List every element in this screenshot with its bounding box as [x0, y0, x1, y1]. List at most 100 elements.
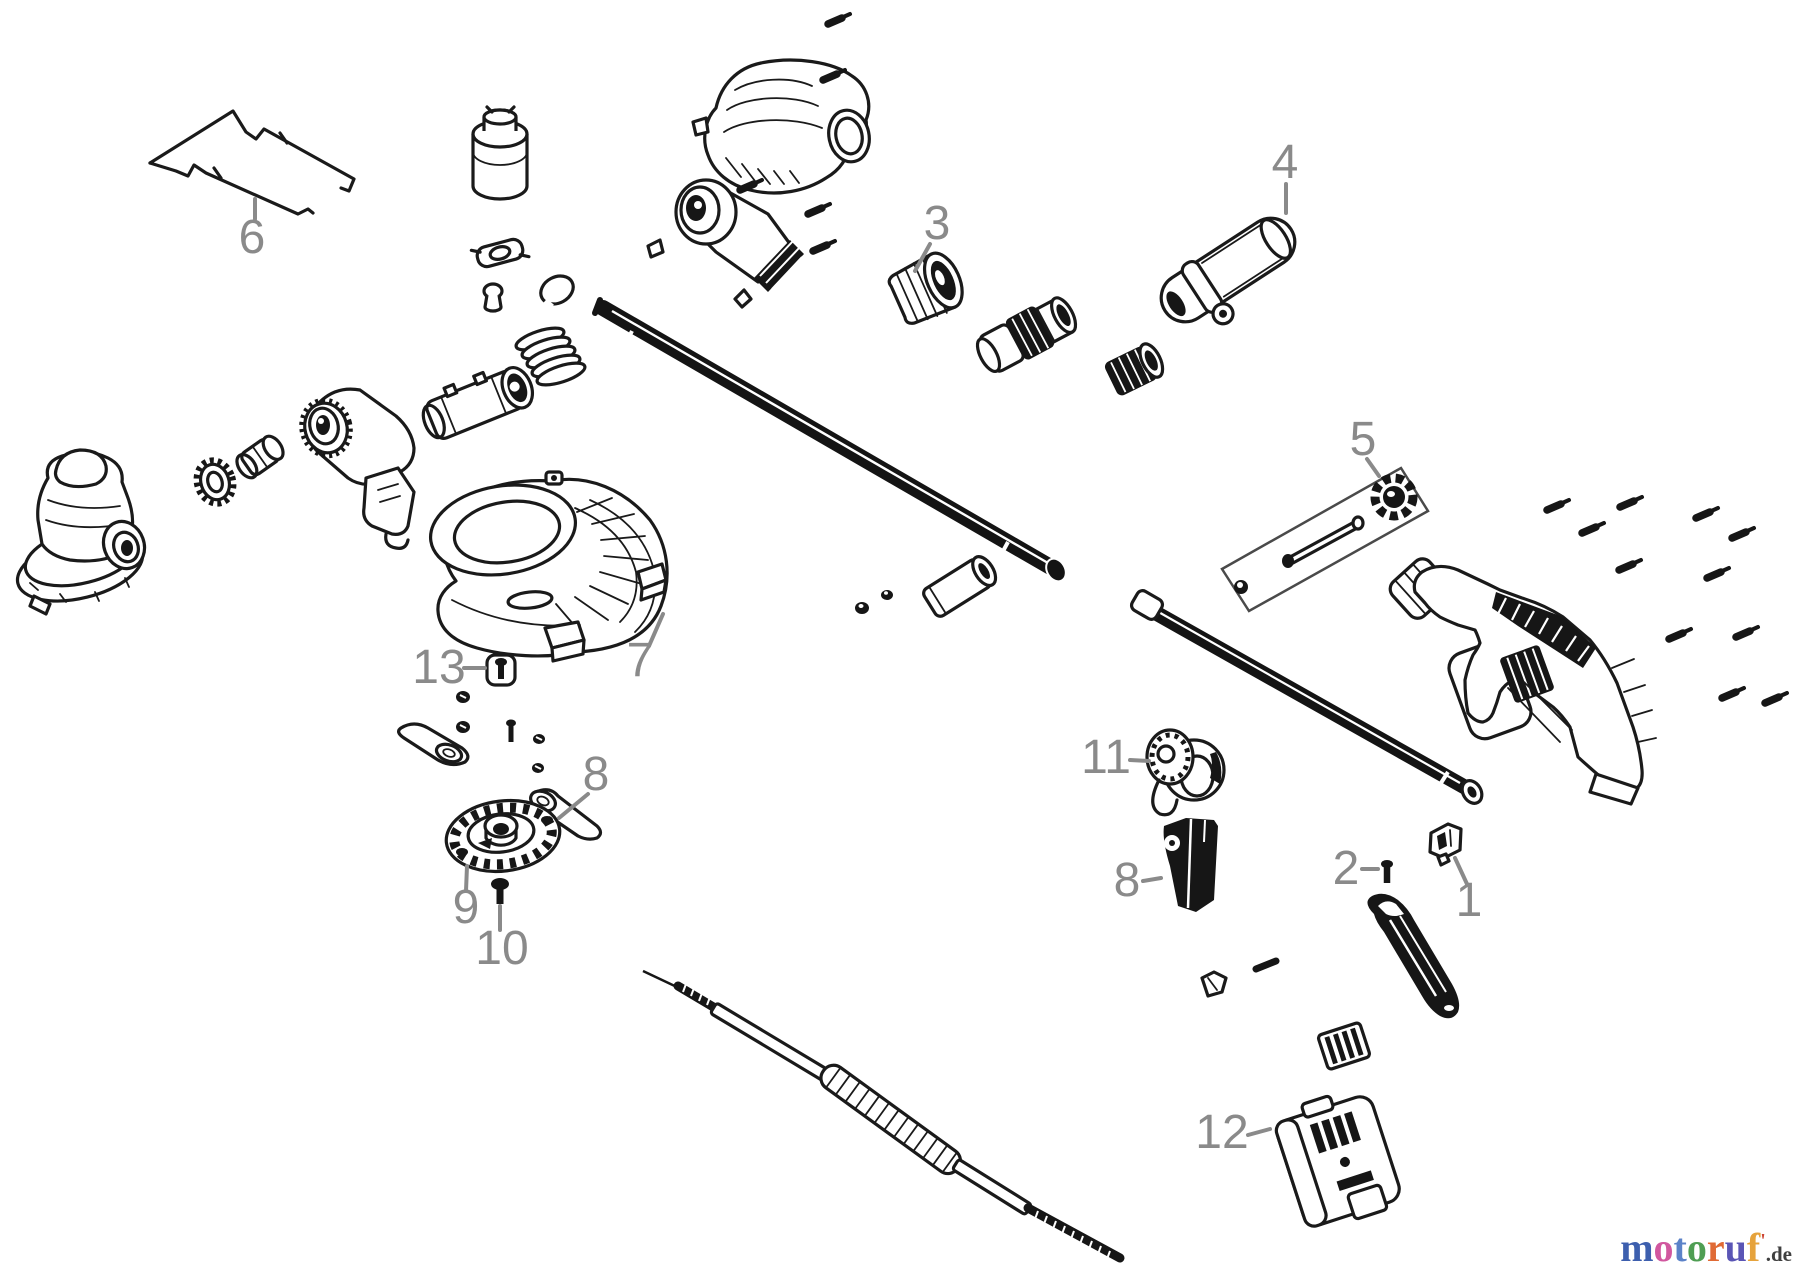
- callout-1: 1: [1453, 856, 1483, 927]
- motor-housing: [1388, 557, 1657, 806]
- trimmer-spool: [471, 105, 529, 201]
- callout-7: 7: [627, 612, 665, 687]
- grommet: [482, 282, 504, 313]
- handle-screw: [1381, 860, 1393, 883]
- callout-label: 9: [453, 881, 480, 934]
- wire-guard: [148, 109, 356, 216]
- callout-8: 8: [1114, 854, 1163, 907]
- callout-label: 8: [1114, 854, 1141, 907]
- clutch-drum: [421, 366, 535, 440]
- battery-pack: [1274, 1094, 1401, 1228]
- watermark-letter: u: [1724, 1225, 1747, 1270]
- callout-label: 10: [475, 922, 528, 975]
- motor-unit: [646, 178, 804, 309]
- callout-label: 6: [239, 211, 266, 264]
- cutter-blade-left: [397, 722, 470, 767]
- callout-5: 5: [1350, 413, 1381, 478]
- upper-shaft-tube: [592, 297, 1067, 583]
- callout-4: 4: [1272, 136, 1299, 215]
- screw: [1669, 629, 1691, 639]
- watermark-letter: f: [1746, 1225, 1761, 1270]
- screw: [1722, 688, 1744, 698]
- screw-retainer: [485, 653, 517, 687]
- watermark-letter: m: [1620, 1225, 1654, 1270]
- watermark-letter: o: [1653, 1225, 1674, 1270]
- callout-13: 13: [412, 641, 487, 694]
- callout-9: 9: [453, 864, 480, 934]
- screw: [1732, 528, 1754, 538]
- fastener-kit-box: [1220, 466, 1430, 613]
- hub-screw: [491, 878, 509, 904]
- watermark-tld: .de: [1765, 1242, 1792, 1266]
- lower-shaft-tube: [1129, 589, 1484, 805]
- cable-clip: [1428, 822, 1463, 867]
- callout-label: 13: [412, 641, 465, 694]
- bushing: [235, 434, 285, 480]
- cam-lock-knob: [1145, 728, 1226, 817]
- callout-leader: [1246, 1127, 1272, 1137]
- gear-ring: [193, 457, 237, 507]
- watermark-logo: motoruf'.de: [1620, 1228, 1792, 1268]
- callout-label: 8: [583, 748, 610, 801]
- screw: [1736, 627, 1758, 637]
- screw: [828, 14, 850, 24]
- clamp-screw: [1252, 957, 1280, 973]
- callout-label: 11: [1081, 731, 1131, 784]
- callout-12: 12: [1195, 1106, 1272, 1159]
- callout-3: 3: [913, 197, 951, 273]
- callout-leader: [464, 864, 469, 893]
- gearhead-housing: [15, 448, 147, 616]
- spring: [514, 326, 587, 387]
- watermark-word: motoruf: [1620, 1225, 1760, 1270]
- locking-collar: [887, 251, 964, 325]
- screw: [1619, 560, 1641, 570]
- terminal-connector: [1316, 1021, 1372, 1071]
- callout-label: 5: [1350, 413, 1377, 466]
- callout-label: 2: [1333, 842, 1360, 895]
- angle-gear: [299, 387, 416, 550]
- callout-label: 12: [1195, 1106, 1248, 1159]
- callout-2: 2: [1333, 842, 1380, 895]
- locking-collar-lower: [1104, 342, 1165, 396]
- screw: [1696, 508, 1718, 518]
- callout-label: 1: [1456, 874, 1483, 927]
- callout-leader: [1365, 457, 1381, 478]
- watermark-letter: t: [1673, 1225, 1687, 1270]
- callout-8: 8: [557, 748, 610, 820]
- screw: [808, 204, 830, 214]
- watermark-letter: o: [1686, 1225, 1707, 1270]
- coupler-sleeve: [975, 296, 1078, 373]
- screw: [813, 241, 835, 251]
- callout-leader: [647, 612, 665, 648]
- cable-clamp: [1200, 970, 1228, 998]
- flex-drive-shaft: [642, 969, 1125, 1263]
- handle-tube: [1159, 216, 1297, 326]
- watermark-letter: r: [1706, 1225, 1725, 1270]
- callout-leader: [557, 792, 590, 820]
- callout-10: 10: [475, 904, 529, 975]
- screw: [1582, 523, 1604, 533]
- kit-bolt: [1282, 554, 1294, 568]
- screw: [1707, 568, 1729, 578]
- nut-small: [855, 590, 893, 614]
- guard-shield: [428, 470, 669, 663]
- callout-leader: [1453, 856, 1469, 886]
- lock-lever: [1367, 893, 1460, 1019]
- callout-leader: [1128, 758, 1151, 763]
- screw: [1547, 500, 1569, 510]
- callout-label: 4: [1272, 136, 1299, 189]
- hanger-bracket: [1163, 818, 1218, 912]
- callout-leader: [1141, 876, 1163, 883]
- gear-housing: [691, 58, 871, 195]
- screw: [1765, 693, 1787, 703]
- watermark-tick: ': [1760, 1230, 1766, 1252]
- retaining-ring: [539, 274, 575, 310]
- screw: [1620, 497, 1642, 507]
- callout-label: 3: [924, 197, 951, 250]
- spool-hub: [444, 798, 562, 874]
- kit-knob: [1370, 473, 1418, 521]
- spacer-sleeve: [922, 555, 998, 618]
- callout-leader: [913, 242, 932, 273]
